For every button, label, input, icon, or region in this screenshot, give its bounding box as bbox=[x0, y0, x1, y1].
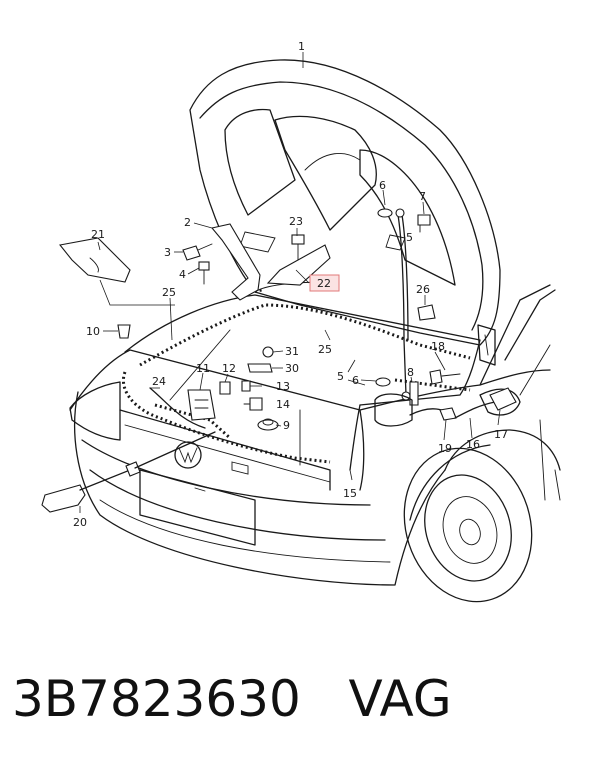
callout-16: 16 bbox=[466, 438, 480, 451]
callout-15: 15 bbox=[343, 487, 357, 500]
callout-20: 20 bbox=[73, 516, 87, 529]
callout-13: 13 bbox=[276, 380, 290, 393]
callout-4: 4 bbox=[179, 268, 186, 281]
leader-lines bbox=[79, 52, 501, 513]
callout-26: 26 bbox=[416, 283, 430, 296]
callout-7: 7 bbox=[419, 190, 426, 203]
callout-24: 24 bbox=[152, 375, 166, 388]
hood-panel bbox=[189, 59, 501, 366]
part-number-caption: 3B7823630 VAG bbox=[12, 664, 592, 734]
callout-19: 19 bbox=[438, 442, 452, 455]
callout-25b: 25 bbox=[318, 343, 332, 356]
small-parts bbox=[41, 208, 517, 513]
callout-2: 2 bbox=[184, 216, 191, 229]
callout-5b: 5 bbox=[406, 231, 413, 244]
callout-10: 10 bbox=[86, 325, 100, 338]
callout-14: 14 bbox=[276, 398, 290, 411]
callout-30: 30 bbox=[285, 362, 299, 375]
callout-31: 31 bbox=[285, 345, 299, 358]
callout-17: 17 bbox=[494, 428, 508, 441]
highlight-box-22 bbox=[309, 274, 340, 292]
callout-21: 21 bbox=[91, 228, 105, 241]
brand-name: VAG bbox=[348, 670, 452, 728]
car-front-body bbox=[69, 284, 561, 603]
part-number: 3B7823630 bbox=[12, 670, 301, 728]
callout-12: 12 bbox=[222, 362, 236, 375]
callout-9: 9 bbox=[283, 419, 290, 432]
callout-25a: 25 bbox=[162, 286, 176, 299]
callout-6b: 6 bbox=[352, 374, 359, 387]
exploded-parts-diagram: 1 2 3 4 5 5 6 6 7 8 9 10 11 12 13 14 15 … bbox=[41, 40, 561, 603]
callout-8: 8 bbox=[407, 366, 414, 379]
callout-5a: 5 bbox=[337, 370, 344, 383]
callout-6a: 6 bbox=[379, 179, 386, 192]
callout-3: 3 bbox=[164, 246, 171, 259]
callout-23: 23 bbox=[289, 215, 303, 228]
callout-labels: 1 2 3 4 5 5 6 6 7 8 9 10 11 12 13 14 15 … bbox=[73, 40, 508, 529]
hood-seals bbox=[122, 288, 471, 464]
callout-22: 22 bbox=[317, 277, 331, 290]
callout-18: 18 bbox=[431, 340, 445, 353]
callout-11: 11 bbox=[196, 362, 210, 375]
callout-1: 1 bbox=[298, 40, 305, 53]
